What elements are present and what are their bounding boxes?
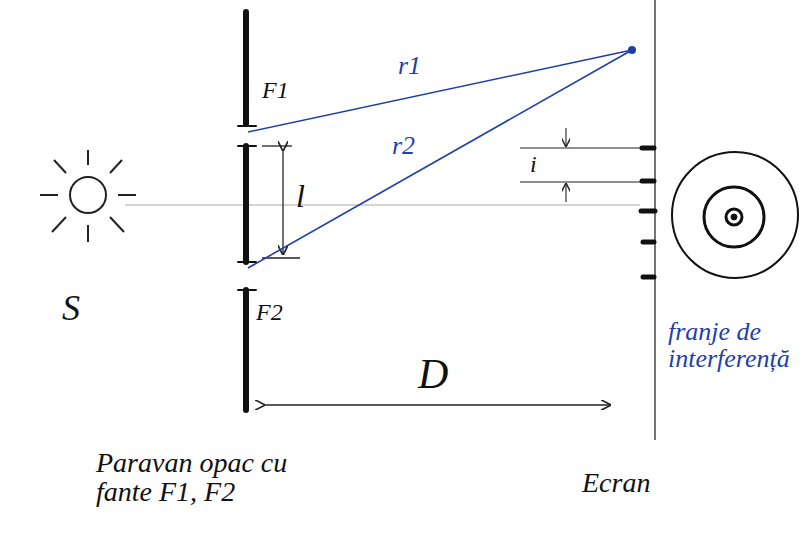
fringe-marks: [641, 148, 655, 277]
distance-label: l: [296, 180, 305, 214]
optical-axis: [125, 205, 640, 206]
slit-label: F2: [256, 300, 283, 325]
path-rays: [248, 50, 632, 268]
path-label: r2: [392, 132, 415, 159]
slit-label: F1: [262, 78, 289, 103]
fringe-caption: franje de interferență: [668, 318, 802, 373]
spacing-label: i: [530, 152, 537, 177]
opaque-screen: [238, 12, 256, 410]
source-label: S: [62, 290, 80, 328]
light-source: [40, 150, 136, 242]
circular-fringes: [672, 152, 798, 278]
screen-caption: Paravan opac cu fante F1, F2: [96, 448, 306, 507]
screen-point: [628, 46, 636, 54]
fringe-spacing: [520, 128, 640, 202]
distance-label: D: [418, 352, 448, 396]
path-label: r1: [398, 52, 421, 79]
observation-screen: [654, 0, 656, 440]
screen-caption: Ecran: [582, 468, 650, 497]
distance-arrow: [264, 404, 610, 405]
